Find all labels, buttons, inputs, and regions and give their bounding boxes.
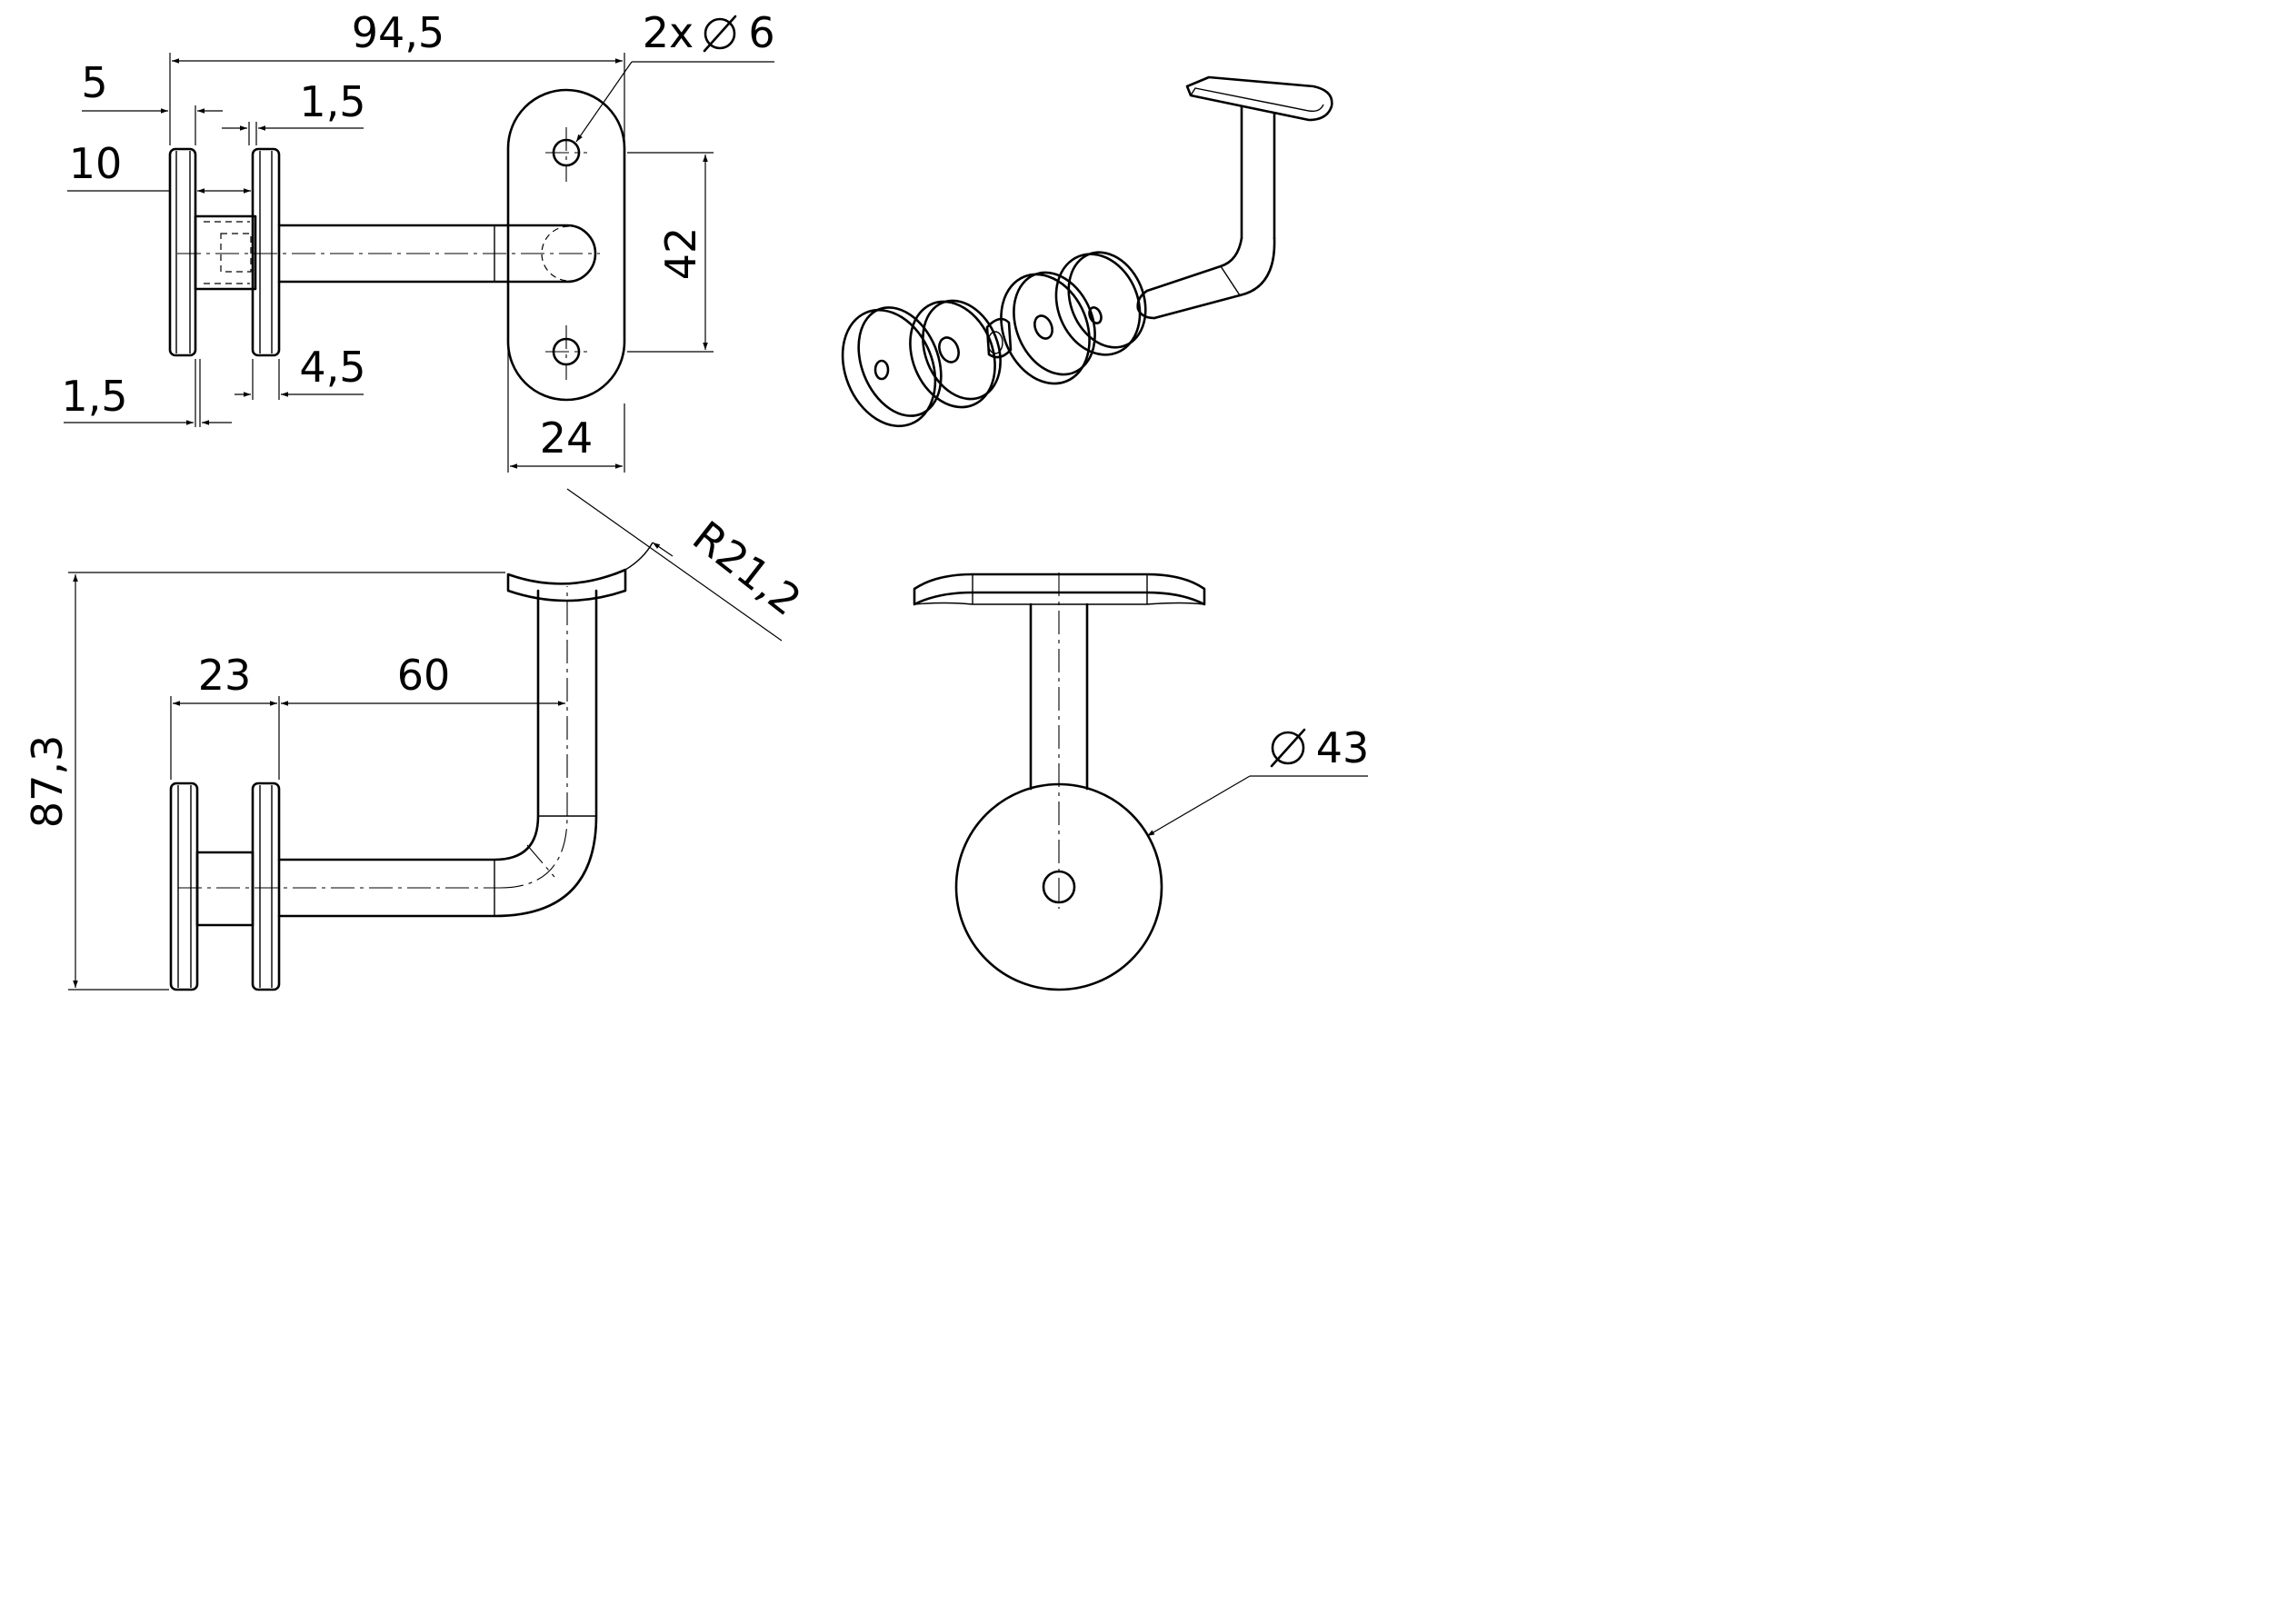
mounting-plate [506, 88, 626, 402]
iso-saddle [1185, 75, 1333, 122]
diameter-symbol-icon [703, 15, 737, 53]
dim-holes-count: 2x [643, 8, 694, 57]
inner-flange [251, 147, 281, 357]
front-disc-hole [1042, 870, 1076, 904]
side-spacer [195, 851, 255, 927]
technical-drawing: 94,5 2x 6 5 1,5 10 42 [23, 8, 1370, 991]
dim-hole-diameter: 6 [748, 8, 774, 57]
dim-plate-width: 24 [540, 413, 594, 463]
dim-radius: R21,2 [684, 512, 810, 625]
diameter-symbol-icon-2 [1270, 728, 1306, 768]
side-outer-flange [169, 782, 199, 991]
side-saddle [506, 568, 627, 602]
dim-spacer-length: 10 [69, 139, 123, 188]
side-bent-arm [277, 589, 598, 918]
iso-inner-disc [1000, 271, 1096, 385]
iso-front-disc [841, 306, 943, 428]
dim-gap-top: 1,5 [299, 77, 365, 126]
dim-arm-length: 60 [397, 651, 451, 700]
side-view: R21,2 23 60 87,3 [23, 488, 810, 991]
iso-post [1240, 105, 1276, 240]
top-view: 94,5 2x 6 5 1,5 10 42 [61, 8, 775, 473]
spacer [194, 214, 257, 291]
dim-disc-diameter: 43 [1316, 723, 1370, 772]
dim-flange-thickness: 5 [81, 58, 107, 107]
dim-pad-thickness: 4,5 [299, 343, 365, 392]
dim-overall-length: 94,5 [352, 8, 444, 57]
isometric-view [841, 75, 1333, 428]
front-view: 43 [913, 573, 1370, 991]
side-inner-flange [251, 782, 281, 991]
iso-middle-disc [909, 299, 1002, 409]
iso-arm [1145, 264, 1242, 320]
dim-gap-bottom: 1,5 [61, 372, 127, 421]
iso-rear-disc [1054, 251, 1147, 356]
front-disc [954, 782, 1163, 991]
dim-flange-to-flange: 23 [198, 651, 252, 700]
arm [277, 224, 597, 284]
dim-height: 87,3 [23, 735, 72, 828]
outer-flange [168, 147, 197, 357]
iso-bend [1219, 236, 1276, 297]
dim-plate-hole-spacing: 42 [656, 227, 705, 281]
